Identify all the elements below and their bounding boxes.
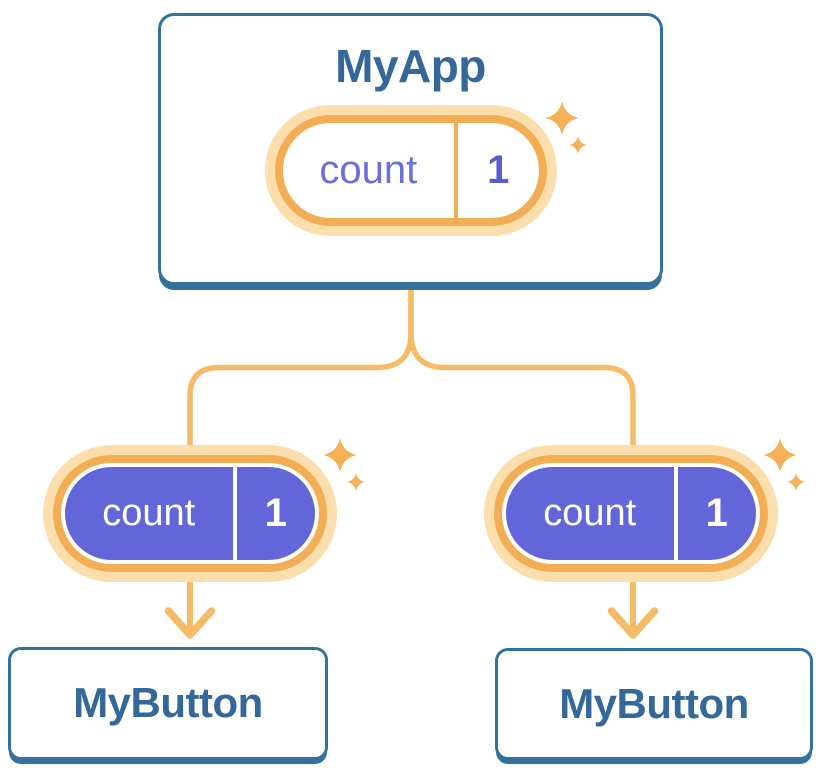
prop-pill-ring: count 1 [53,455,327,572]
sparkle-icon [763,438,805,491]
sparkle-icon [323,438,365,491]
arrow-right-head-icon [607,607,659,639]
sparkle-icon [545,101,587,154]
prop-pill-divider [232,467,237,560]
component-card-mybutton-right: MyButton [495,648,813,760]
prop-pill-right: count 1 [484,445,778,582]
connector-branch-right [408,277,636,458]
component-name: MyButton [559,679,749,727]
state-pill-ring: count 1 [274,114,547,226]
prop-pill-body: count 1 [65,467,315,560]
connector-branch-left [187,277,414,458]
arrow-left-head-icon [164,607,216,639]
component-name: MyApp [335,40,486,92]
prop-pill-value: 1 [264,491,287,535]
component-card-mybutton-left: MyButton [8,647,328,760]
prop-pill-label: count [102,492,196,534]
state-pill-value: 1 [487,147,510,192]
state-pill-divider [454,122,459,218]
prop-pill-ring: count 1 [494,455,768,572]
prop-pill-value: 1 [705,491,728,535]
state-pill-label: count [319,147,418,192]
prop-pill-body: count 1 [506,467,756,560]
component-name: MyButton [73,679,263,727]
prop-pill-label: count [543,492,637,534]
prop-pill-left: count 1 [43,445,337,582]
prop-pill-divider [673,467,678,560]
state-pill: count 1 [264,104,557,236]
